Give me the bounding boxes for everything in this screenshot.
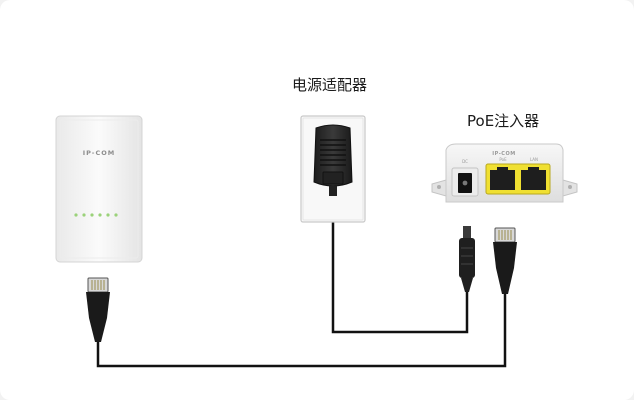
- adapter-label: 电源适配器: [292, 76, 368, 94]
- ethernet-cable: [96, 293, 507, 368]
- injector-port-poe: PoE: [499, 157, 507, 162]
- power-cable: [331, 195, 469, 334]
- injector-port-lan: LAN: [530, 157, 538, 162]
- injector-port-dc: DC: [462, 159, 468, 164]
- rj45-plug-left: [86, 277, 110, 342]
- rj45-plug-right: [493, 227, 517, 294]
- injector-label: PoE注入器: [467, 112, 540, 130]
- led-indicators: [74, 213, 118, 217]
- power-adapter: [313, 124, 353, 196]
- cables: [96, 195, 507, 368]
- injector-brand: IP-COM: [492, 151, 515, 157]
- device-brand: IP-COM: [83, 149, 116, 157]
- dc-plug: [459, 226, 475, 292]
- access-point-device: [55, 115, 143, 263]
- poe-injector: [431, 143, 578, 203]
